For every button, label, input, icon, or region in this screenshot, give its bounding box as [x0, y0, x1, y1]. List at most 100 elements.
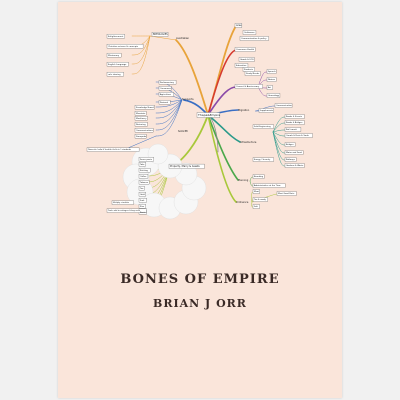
node-box	[134, 128, 154, 133]
cloud-shape	[122, 143, 207, 220]
node-box	[111, 200, 134, 205]
branch-australian	[175, 39, 209, 116]
leaf-line	[155, 99, 183, 114]
node-box	[239, 36, 269, 41]
leaf-node: Mountain	[136, 112, 146, 115]
node-box	[168, 163, 205, 169]
hub-planning: Planning	[238, 179, 249, 182]
leaf-node: English Language	[108, 64, 127, 66]
leaf-line	[251, 199, 254, 203]
node-box	[242, 30, 257, 35]
leaf-line	[272, 131, 286, 167]
leaf-node: Study Needs	[246, 72, 259, 75]
node-box	[284, 127, 302, 132]
node-box	[234, 23, 243, 28]
leaf-node: Communications	[136, 129, 153, 132]
leaf-line	[257, 71, 268, 88]
node-box	[158, 92, 174, 97]
hub-property: Property, Marry & Assets	[170, 165, 200, 168]
leaf-node: Art	[268, 86, 271, 89]
node-box	[134, 116, 148, 121]
branch-consumer	[207, 49, 237, 116]
leaf-line	[249, 180, 254, 187]
node-box	[266, 93, 281, 98]
node-box	[274, 103, 293, 108]
node-box	[134, 134, 147, 139]
leaf-line	[272, 129, 286, 133]
leaf-node: Enlightenment	[108, 35, 123, 38]
node-box	[234, 84, 263, 89]
leaf-node: Rail transit	[286, 128, 297, 131]
subhub-node: Energy / Security	[254, 158, 271, 161]
leaf-node: Parliamentary	[160, 81, 175, 84]
leaf-node: Most Good Ports	[278, 192, 294, 195]
node-box	[266, 77, 277, 82]
leaf-node: Pastoral	[160, 101, 168, 104]
leaf-node: NZAU	[236, 24, 242, 27]
hub-ordinance: Ordinance	[236, 201, 249, 204]
node-box	[138, 204, 146, 209]
sub-line	[149, 35, 177, 41]
node-box	[106, 208, 147, 213]
leaf-line	[251, 191, 254, 203]
leaf-line	[155, 99, 183, 108]
hub-australian: Australian	[176, 36, 189, 40]
node-box	[284, 157, 297, 162]
node-box	[252, 183, 286, 188]
node-box	[234, 47, 256, 52]
leaf-node: Agriculture	[160, 93, 172, 96]
node-box	[252, 124, 274, 129]
leaf-node: Tea	[140, 188, 144, 190]
leaf-node: Consumers	[160, 87, 171, 90]
leaf-node: Machinery	[136, 117, 147, 120]
node-box	[151, 32, 169, 37]
leaf-line	[257, 86, 268, 97]
node-box	[138, 162, 146, 167]
leaf-node: Roads & Streets	[286, 115, 302, 118]
leaf-node: Gardens & Waste	[286, 164, 304, 167]
leaf-node: Speech	[268, 71, 276, 73]
leaf-line	[272, 131, 286, 146]
leaf-line	[272, 122, 286, 133]
node-box	[138, 186, 145, 191]
node-box	[106, 53, 122, 58]
leaf-line	[251, 201, 254, 208]
branch-infrastructure	[207, 114, 241, 143]
leaf-line	[155, 99, 183, 119]
leaf-node: Current & Anniversary	[236, 85, 260, 88]
node-box	[244, 71, 261, 76]
leaf-line	[127, 135, 157, 149]
leaf-node: Salt	[254, 205, 258, 208]
node-box	[252, 189, 260, 194]
node-box	[106, 44, 144, 49]
node-box	[138, 198, 147, 203]
node-box	[284, 114, 305, 119]
node-box	[234, 63, 249, 68]
leaf-node: Nature	[268, 78, 276, 81]
node-box	[158, 86, 172, 91]
leaf-line	[131, 35, 151, 75]
leaf-node: Supplements	[260, 109, 273, 112]
node-box	[158, 80, 177, 85]
leaf-node: Missionary	[108, 54, 120, 57]
hub-migration: Migration	[238, 109, 250, 112]
node-box	[258, 108, 274, 113]
center-node: Thapa&Empire	[197, 113, 220, 117]
node-box	[138, 180, 150, 185]
hub-supports: Supports	[182, 97, 194, 101]
branch-ordinance	[207, 114, 237, 203]
leaf-node: Railways	[286, 159, 295, 161]
node-box	[238, 57, 255, 62]
node-box	[158, 100, 171, 105]
small-label: SAAS BB	[178, 130, 188, 133]
node-boxes	[86, 23, 313, 215]
leaf-line	[155, 81, 183, 101]
leaf-node: Products	[244, 68, 253, 71]
leaf-node: Take	[140, 164, 145, 166]
branch-planning	[207, 114, 239, 181]
node-box	[138, 168, 151, 173]
book-title: BONES OF EMPIRE	[120, 272, 280, 287]
